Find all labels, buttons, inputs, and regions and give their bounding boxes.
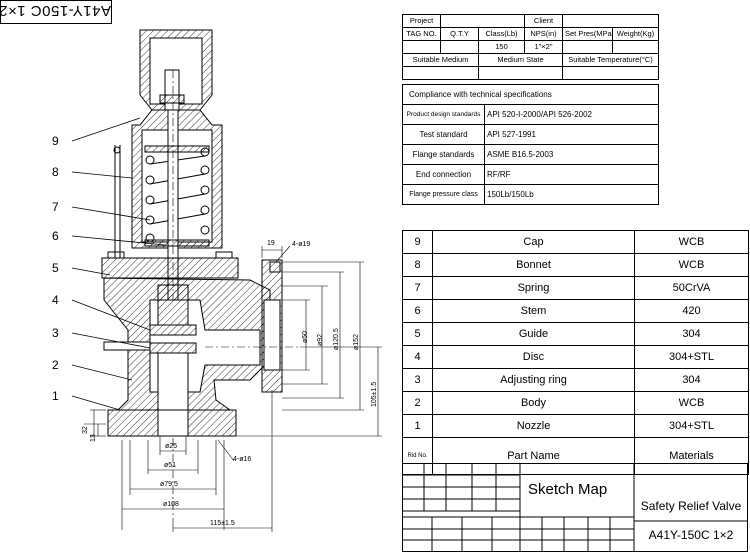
spec-table: Project Client TAG NO. Q.T.Y Class(Lb) N… bbox=[402, 14, 659, 80]
dim-bolt-top: 4-ø19 bbox=[292, 241, 310, 248]
part-material: WCB bbox=[634, 391, 749, 415]
tech-value: API 527-1991 bbox=[483, 124, 660, 145]
tech-label: Product design standards bbox=[402, 104, 485, 125]
callout-leaders bbox=[71, 117, 166, 411]
tech-label: Test standard bbox=[402, 124, 485, 145]
client-label: Client bbox=[524, 14, 563, 28]
callout-labels: 9 8 7 6 5 4 3 2 1 bbox=[52, 134, 59, 403]
part-material: 304 bbox=[634, 322, 749, 346]
parts-header-row: Rid No. Part Name Materials bbox=[402, 437, 749, 475]
dim-bolt-bottom: 4-ø16 bbox=[233, 456, 251, 463]
valve-sectional-drawing: 9 8 7 6 5 4 3 2 1 4-ø19 19 4-ø16 ø25 ø51… bbox=[52, 29, 382, 532]
hdr-tag-no: TAG NO. bbox=[402, 27, 441, 41]
part-name: Guide bbox=[432, 322, 635, 346]
dim-d-inlet-bolt: ø79.5 bbox=[160, 481, 178, 488]
dim-d-inlet-bore: ø25 bbox=[165, 443, 177, 450]
dim-flange-thk: 19 bbox=[267, 240, 275, 247]
part-material: 304+STL bbox=[634, 345, 749, 369]
tech-label: End connection bbox=[402, 164, 485, 185]
part-name: Spring bbox=[432, 276, 635, 300]
title-block-grid bbox=[402, 463, 748, 552]
part-name: Body bbox=[432, 391, 635, 415]
dim-d-inlet-flange: ø108 bbox=[163, 501, 179, 508]
tech-spec-title: Compliance with technical specifications bbox=[401, 84, 660, 105]
guide bbox=[157, 284, 189, 326]
callout-7: 7 bbox=[52, 200, 59, 214]
hdr-set-pres: Set Pres(MPa) bbox=[562, 27, 613, 41]
adjusting-ring bbox=[149, 342, 197, 354]
drawing-id-frame: A41Y-150C 1×2 bbox=[0, 0, 112, 24]
product-name: Safety Relief Valve bbox=[640, 499, 742, 513]
hdr-class: Class(Lb) bbox=[478, 27, 525, 41]
callout-4: 4 bbox=[52, 293, 59, 307]
callout-9: 9 bbox=[52, 134, 59, 148]
hdr-weight: Weight(Kg) bbox=[612, 27, 659, 41]
tech-value: API 520-I-2000/API 526-2002 bbox=[483, 104, 660, 125]
dimension-labels: 4-ø19 19 4-ø16 ø25 ø51 ø79.5 ø108 115±1.… bbox=[82, 240, 378, 527]
model-number: A41Y-150C 1×2 bbox=[648, 528, 734, 542]
callout-2: 2 bbox=[52, 358, 59, 372]
part-name: Stem bbox=[432, 299, 635, 323]
tech-value: RF/RF bbox=[483, 164, 660, 185]
disc bbox=[149, 324, 197, 336]
callout-3: 3 bbox=[52, 326, 59, 340]
part-material: WCB bbox=[634, 230, 749, 254]
dim-d-outlet-bore: ø50 bbox=[302, 331, 309, 343]
temperature-label: Suitable Temperature(°C) bbox=[562, 53, 659, 67]
val-nps: 1"×2" bbox=[524, 40, 563, 54]
sketch-map-label: Sketch Map bbox=[528, 481, 608, 498]
val-class: 150 bbox=[478, 40, 525, 54]
dim-inlet-h2: 13 bbox=[90, 434, 97, 442]
callout-6: 6 bbox=[52, 229, 59, 243]
project-label: Project bbox=[402, 14, 441, 28]
part-material: 304+STL bbox=[634, 414, 749, 438]
medium-label: Suitable Medium bbox=[402, 53, 479, 67]
hdr-part-name: Part Name bbox=[432, 437, 635, 475]
dim-d-outlet-bolt: ø120.5 bbox=[333, 328, 340, 350]
part-name: Disc bbox=[432, 345, 635, 369]
hdr-materials: Materials bbox=[634, 437, 749, 475]
dimension-lines bbox=[84, 245, 382, 532]
callout-1: 1 bbox=[52, 389, 59, 403]
part-material: 304 bbox=[634, 368, 749, 392]
tech-spec-table: Compliance with technical specifications… bbox=[401, 84, 660, 205]
nozzle bbox=[157, 352, 189, 413]
tech-label: Flange standards bbox=[402, 144, 485, 165]
dim-d-outlet-flange: ø152 bbox=[353, 334, 360, 350]
dim-h-outlet: 105±1.5 bbox=[371, 382, 378, 407]
part-material: 50CrVA bbox=[634, 276, 749, 300]
part-name: Bonnet bbox=[432, 253, 635, 277]
dim-d-inlet-raise: ø51 bbox=[164, 462, 176, 469]
tech-value: 150Lb/150Lb bbox=[483, 184, 660, 205]
dim-d-outlet-raise: ø92 bbox=[317, 334, 324, 346]
part-name: Cap bbox=[432, 230, 635, 254]
hdr-qty: Q.T.Y bbox=[440, 27, 479, 41]
callout-8: 8 bbox=[52, 165, 59, 179]
part-name: Nozzle bbox=[432, 414, 635, 438]
part-name: Adjusting ring bbox=[432, 368, 635, 392]
tech-value: ASME B16.5-2003 bbox=[483, 144, 660, 165]
part-material: 420 bbox=[634, 299, 749, 323]
part-material: WCB bbox=[634, 253, 749, 277]
state-label: Medium State bbox=[478, 53, 563, 67]
dim-inlet-h1: 32 bbox=[82, 426, 89, 434]
callout-5: 5 bbox=[52, 261, 59, 275]
dim-w-outlet: 115±1.5 bbox=[210, 520, 235, 527]
tech-label: Flange pressure class bbox=[402, 184, 485, 205]
hdr-nps: NPS(in) bbox=[524, 27, 563, 41]
